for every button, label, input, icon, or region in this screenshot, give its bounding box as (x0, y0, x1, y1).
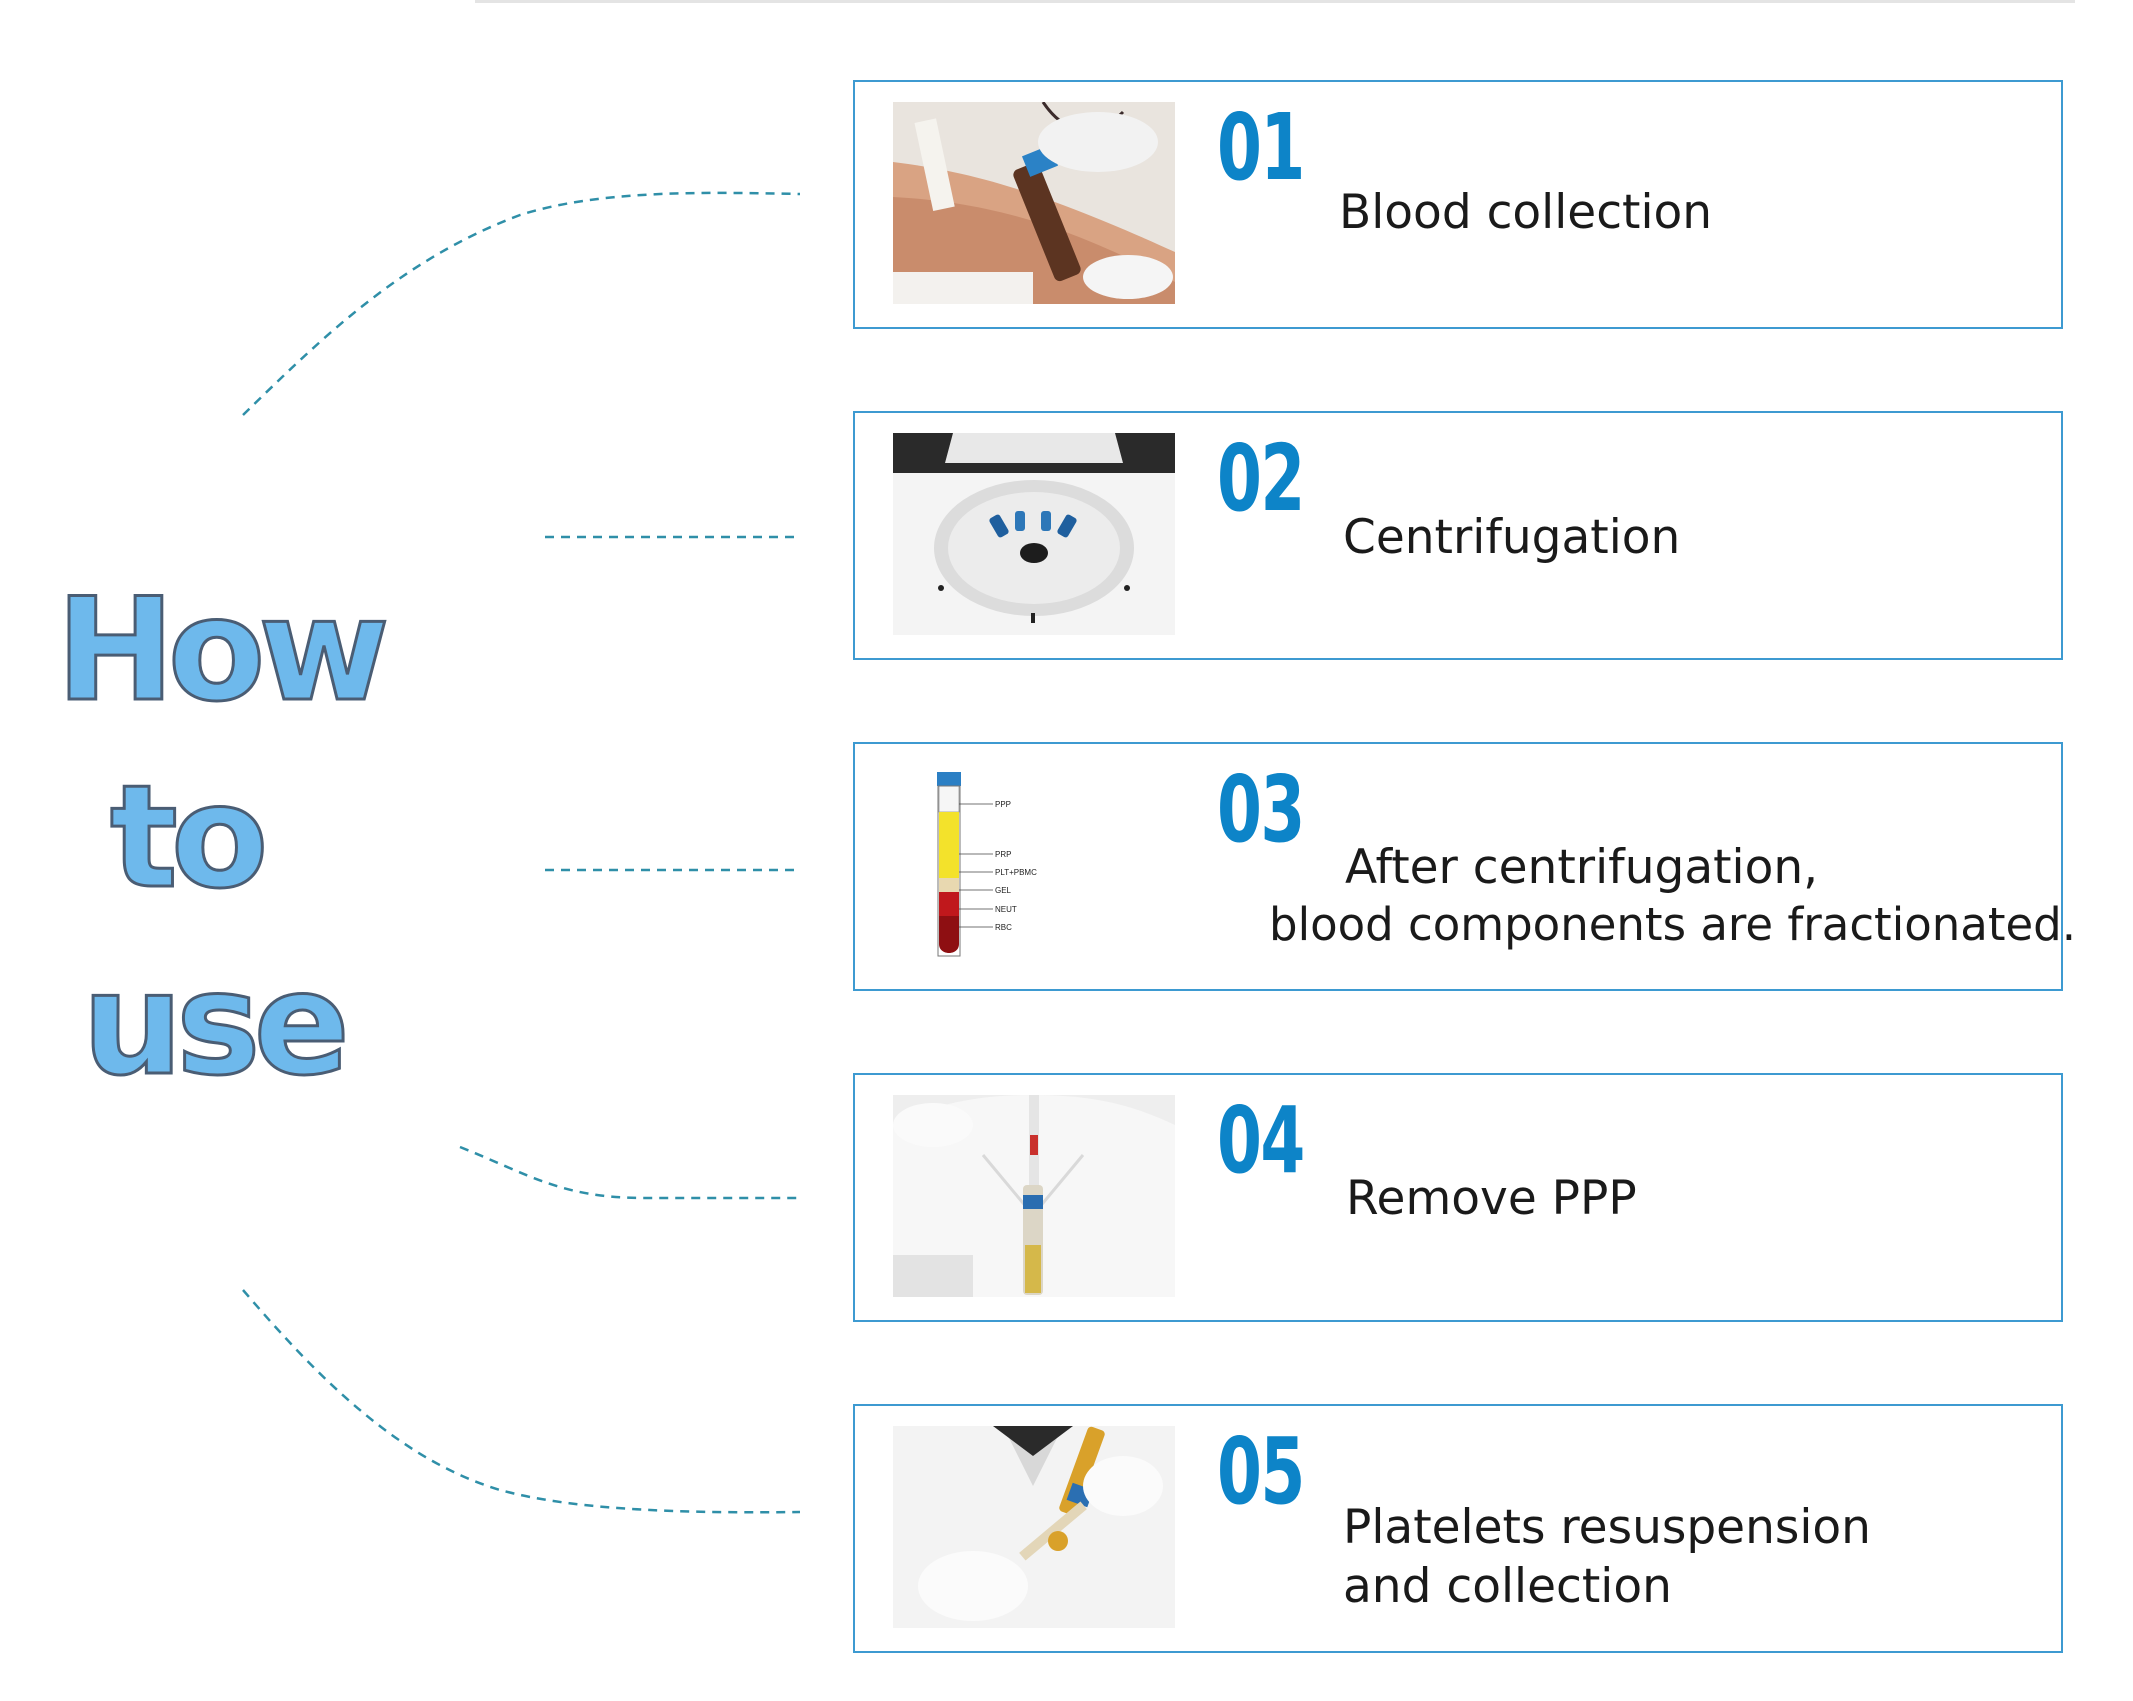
connector-line-5 (242, 1289, 801, 1514)
tube-label-gel: GEL (995, 886, 1012, 895)
tube-label-neut: NEUT (995, 905, 1017, 914)
step-card-02: 02 Centrifugation (853, 411, 2063, 660)
step-number-02: 02 (1217, 425, 1305, 532)
step-number-01: 01 (1217, 94, 1305, 201)
tube-label-rbc: RBC (995, 923, 1012, 932)
step-text-05-line1: Platelets resuspension (1343, 1500, 1871, 1555)
tube-label-ppp: PPP (995, 800, 1011, 809)
fractionated-tube-diagram: PPP PRP PLT+PBMC GEL NEUT RBC (893, 764, 1175, 966)
connector-line-4 (459, 1145, 800, 1200)
step-text-05-line2: and collection (1343, 1559, 1672, 1614)
top-divider (475, 0, 2075, 3)
step-card-01: 01 Blood collection (853, 80, 2063, 329)
step-text-01: Blood collection (1339, 185, 1713, 240)
step-number-03: 03 (1217, 756, 1305, 863)
tube-label-plt-pbmc: PLT+PBMC (995, 868, 1037, 877)
resuspension-photo (893, 1426, 1175, 1628)
connector-line-1 (242, 191, 801, 416)
remove-ppp-photo (893, 1095, 1175, 1297)
step-text-03-line1: After centrifugation, (1345, 840, 1819, 895)
step-number-04: 04 (1217, 1087, 1305, 1194)
step-number-05: 05 (1217, 1418, 1305, 1525)
title-use: use (81, 942, 352, 1107)
step-text-02: Centrifugation (1343, 510, 1681, 565)
title-to: to (108, 755, 269, 920)
title-how: How (55, 568, 392, 733)
step-card-05: 05 Platelets resuspension and collection (853, 1404, 2063, 1653)
step-text-04: Remove PPP (1346, 1171, 1637, 1226)
centrifuge-photo (893, 433, 1175, 635)
step-card-04: 04 Remove PPP (853, 1073, 2063, 1322)
blood-collection-photo (893, 102, 1175, 304)
step-text-03-line2: blood components are fractionated. (1269, 898, 2077, 951)
tube-label-prp: PRP (995, 850, 1011, 859)
step-card-03: PPP PRP PLT+PBMC GEL NEUT RBC 03 After c… (853, 742, 2076, 991)
